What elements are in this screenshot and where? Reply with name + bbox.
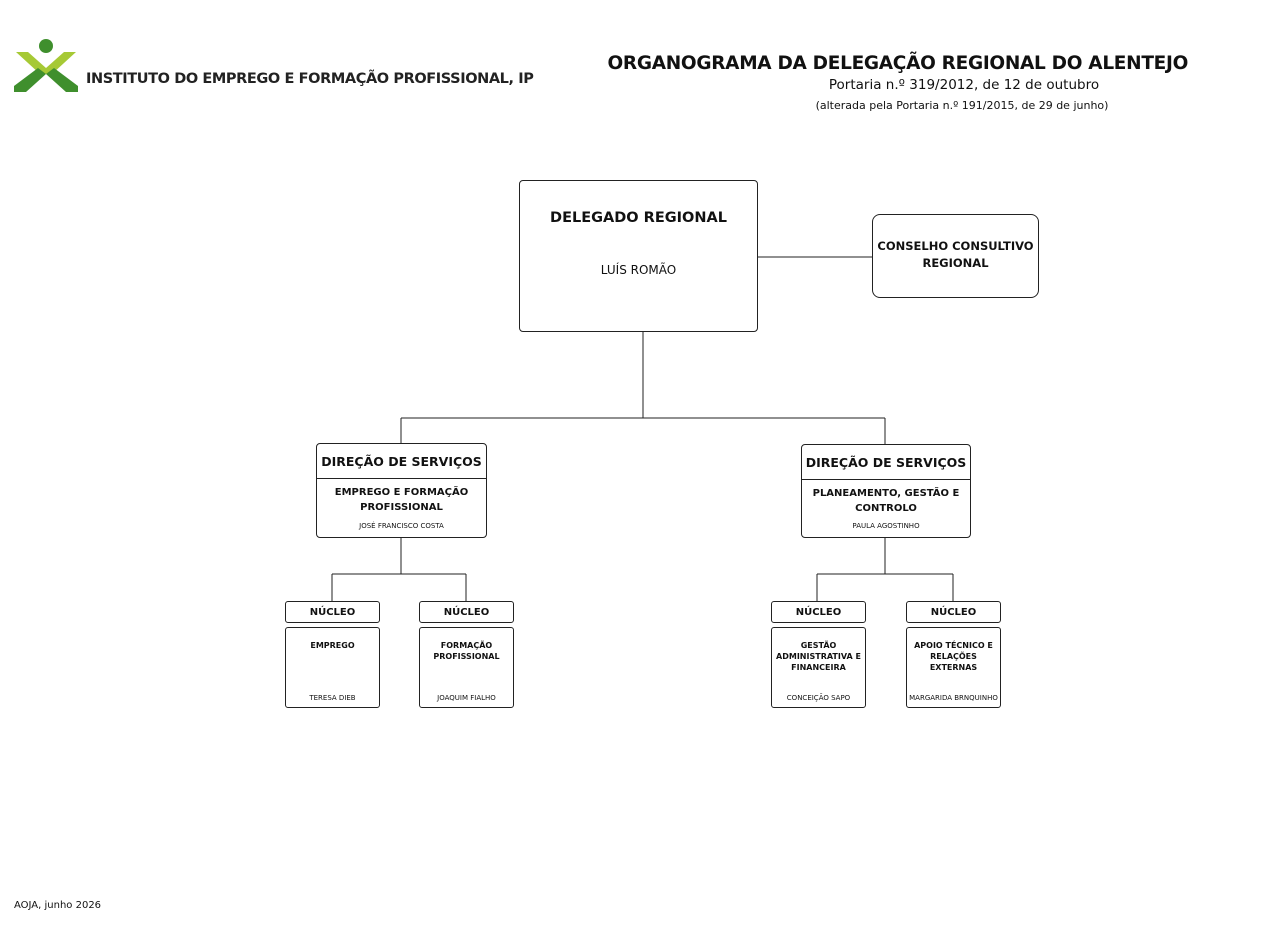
delegado-title: DELEGADO REGIONAL xyxy=(550,210,727,226)
iefp-logo-icon xyxy=(14,39,78,92)
nucleo-area: APOIO TÉCNICO E RELAÇÕES EXTERNAS xyxy=(914,641,993,672)
nucleo-emprego-head: NÚCLEO xyxy=(285,601,380,623)
nucleo-apoio-head: NÚCLEO xyxy=(906,601,1001,623)
direcao-area: PLANEAMENTO, GESTÃO E CONTROLO xyxy=(812,488,960,514)
direcao-person: JOSÉ FRANCISCO COSTA xyxy=(359,522,444,530)
nucleo-gestao-body: GESTÃO ADMINISTRATIVA E FINANCEIRA CONCE… xyxy=(771,627,866,708)
direcao-planeamento-gestao: DIREÇÃO DE SERVIÇOS PLANEAMENTO, GESTÃO … xyxy=(801,444,971,538)
direcao-area: EMPREGO E FORMAÇÃO PROFISSIONAL xyxy=(334,487,469,513)
conselho-line-2: REGIONAL xyxy=(922,256,989,270)
nucleo-emprego-body: EMPREGO TERESA DIEB xyxy=(285,627,380,708)
page-note: (alterada pela Portaria n.º 191/2015, de… xyxy=(815,99,1109,112)
conselho-consultivo-box: CONSELHO CONSULTIVO REGIONAL xyxy=(872,214,1039,298)
page-subtitle: Portaria n.º 319/2012, de 12 de outubro xyxy=(828,77,1100,93)
nucleo-area: FORMAÇÃO PROFISSIONAL xyxy=(433,641,500,661)
nucleo-area: EMPREGO xyxy=(310,641,355,650)
delegado-regional-box: DELEGADO REGIONAL LUÍS ROMÃO xyxy=(519,180,758,332)
nucleo-person: CONCEIÇÃO SAPO xyxy=(786,694,851,702)
nucleo-area: GESTÃO ADMINISTRATIVA E FINANCEIRA xyxy=(776,641,861,672)
nucleo-person: JOAQUIM FIALHO xyxy=(437,694,496,702)
page-title: ORGANOGRAMA DA DELEGAÇÃO REGIONAL DO ALE… xyxy=(607,53,1188,74)
nucleo-person: TERESA DIEB xyxy=(309,694,356,702)
nucleo-person: MARGARIDA BRNQUINHO xyxy=(909,694,998,702)
direcao-emprego-formacao: DIREÇÃO DE SERVIÇOS EMPREGO E FORMAÇÃO P… xyxy=(316,443,487,538)
direcao-head: DIREÇÃO DE SERVIÇOS xyxy=(317,444,486,479)
direcao-head: DIREÇÃO DE SERVIÇOS xyxy=(802,445,970,480)
nucleo-gestao-head: NÚCLEO xyxy=(771,601,866,623)
nucleo-formacao-head: NÚCLEO xyxy=(419,601,514,623)
direcao-person: PAULA AGOSTINHO xyxy=(852,522,920,530)
footer-note: AOJA, junho 2026 xyxy=(14,900,102,911)
delegado-name: LUÍS ROMÃO xyxy=(600,263,677,277)
conselho-line-1: CONSELHO CONSULTIVO xyxy=(877,239,1034,253)
organization-name: INSTITUTO DO EMPREGO E FORMAÇÃO PROFISSI… xyxy=(86,71,534,87)
nucleo-apoio-body: APOIO TÉCNICO E RELAÇÕES EXTERNAS MARGAR… xyxy=(906,627,1001,708)
nucleo-formacao-body: FORMAÇÃO PROFISSIONAL JOAQUIM FIALHO xyxy=(419,627,514,708)
